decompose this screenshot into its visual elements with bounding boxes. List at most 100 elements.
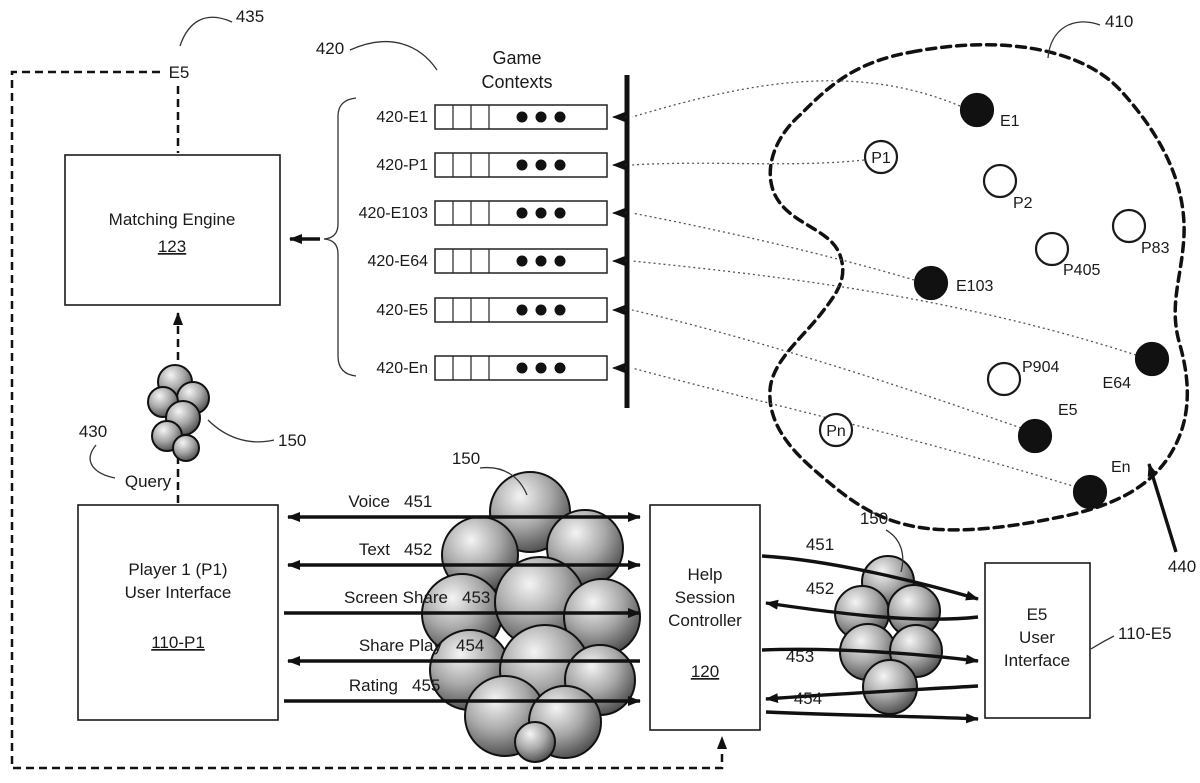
- queue-dot: [535, 207, 547, 219]
- node-label: Pn: [826, 423, 846, 440]
- help-line2: Session: [675, 588, 735, 607]
- node-label: En: [1111, 459, 1131, 476]
- right-channel-454-arrow: [765, 684, 979, 704]
- queue-row: 420-En: [376, 355, 626, 381]
- e5-ui-line1: E5: [1027, 605, 1048, 624]
- pool-node-p904: P904: [986, 359, 1059, 397]
- node-label: E5: [1058, 402, 1078, 419]
- pool-node-pn: Pn: [818, 412, 854, 448]
- pool-node-e1: E1: [959, 92, 1020, 130]
- pool-node-p2: P2: [982, 163, 1033, 212]
- ref-150-main-leader: [479, 466, 528, 496]
- help-line1: Help: [688, 565, 723, 584]
- pool-nodes: E1 P1 P2 P83 P405 E103: [818, 92, 1170, 510]
- ref-440: 440: [1168, 557, 1196, 576]
- node-label: P904: [1022, 359, 1059, 376]
- right-channel-ref-454: 454: [794, 689, 822, 708]
- ref-150-query-leader: [207, 419, 275, 443]
- ref-410-leader: [1047, 21, 1101, 59]
- channel-ref-screen-share: 453: [462, 588, 490, 607]
- channel-ref-rating: 455: [412, 676, 440, 695]
- node-circle-open: [986, 361, 1022, 397]
- right-channel-arrows: 451 452 453 454: [761, 535, 979, 724]
- pool-boundary: [768, 43, 1190, 532]
- connector-p1: [631, 159, 865, 166]
- queue-box: [434, 200, 608, 226]
- right-channel-ref-453: 453: [786, 647, 814, 666]
- node-circle-open: [863, 139, 899, 175]
- right-channel-ref-452: 452: [806, 579, 834, 598]
- channel-ref-voice: 451: [404, 492, 432, 511]
- queue-dot: [535, 255, 547, 267]
- reference-numerals: 435 E5 420 410 430 Query 150 150 150 110…: [79, 7, 1172, 650]
- connector-e103: [631, 212, 915, 281]
- pool-node-e103: E103: [913, 265, 993, 301]
- node-label: P2: [1013, 195, 1033, 212]
- queue-dot: [554, 255, 566, 267]
- queue-dot: [554, 111, 566, 123]
- channel-name-share-play: Share Play: [359, 636, 443, 655]
- queue-dot: [516, 304, 528, 316]
- right-channel-ref-451: 451: [806, 535, 834, 554]
- queue-label: 420-E1: [376, 109, 428, 126]
- cloud-puff: [172, 434, 200, 462]
- queue-dot: [516, 255, 528, 267]
- node-label: E1: [1000, 113, 1020, 130]
- right-channel-453-arrow: [761, 647, 979, 665]
- ref-110-e5-leader: [1090, 635, 1115, 650]
- pool-node-en: En: [1072, 459, 1131, 510]
- left-channel-arrows: Voice 451 Text 452 Screen Share 453 Shar…: [284, 492, 641, 706]
- main-network-cloud: [421, 471, 641, 763]
- queue-row: 420-E103: [359, 200, 626, 226]
- player1-ui-box: Player 1 (P1) User Interface 110-P1: [77, 504, 279, 721]
- queue-label: 420-E5: [376, 302, 428, 319]
- node-circle-filled: [913, 265, 949, 301]
- queue-label: 420-E103: [359, 205, 428, 222]
- queue-row: 420-E5: [376, 297, 626, 323]
- player1-ui-line1: Player 1 (P1): [128, 560, 227, 579]
- cloud-puff: [514, 721, 556, 763]
- node-circle-open: [1111, 208, 1147, 244]
- queue-label: 420-E64: [368, 253, 429, 270]
- queue-row: 420-E1: [376, 104, 626, 130]
- help-line3: Controller: [668, 611, 742, 630]
- queue-dot: [516, 362, 528, 374]
- game-contexts: Game Contexts 420-E1 420-P1 420-E103: [289, 48, 630, 408]
- label-query: Query: [125, 472, 172, 491]
- queue-label: 420-P1: [376, 157, 428, 174]
- right-channel-452-arrow: [765, 599, 979, 621]
- node-circle-filled: [1134, 341, 1170, 377]
- channel-name-rating: Rating: [349, 676, 398, 695]
- ref-110-e5: 110-E5: [1118, 624, 1172, 643]
- e5-ui-box: E5 User Interface: [984, 562, 1091, 719]
- connector-e1: [631, 80, 961, 118]
- player-pool: E1 P1 P2 P83 P405 E103: [631, 43, 1196, 576]
- game-contexts-title-line2: Contexts: [481, 72, 552, 92]
- game-contexts-title-line1: Game: [492, 48, 541, 68]
- queue-row: 420-E64: [368, 248, 626, 274]
- node-label: E64: [1103, 375, 1132, 392]
- matching-engine-title: Matching Engine: [109, 210, 236, 229]
- queue-dot: [554, 207, 566, 219]
- help-ref: 120: [691, 662, 719, 681]
- node-circle-open: [1034, 231, 1070, 267]
- queue-dot: [535, 111, 547, 123]
- pool-node-p83: P83: [1111, 208, 1170, 257]
- channel-name-voice: Voice: [348, 492, 390, 511]
- pool-440-arrow: [1147, 463, 1178, 553]
- queue-label: 420-En: [376, 360, 428, 377]
- help-session-controller-box: Help Session Controller 120: [649, 504, 761, 731]
- pool-node-p1: P1: [863, 139, 899, 175]
- e5-ui-rect: [984, 562, 1091, 719]
- channel-ref-text: 452: [404, 540, 432, 559]
- ref-150-query-cloud: 150: [278, 431, 306, 450]
- e5-ui-line3: Interface: [1004, 651, 1070, 670]
- help-session-controller-rect: [649, 504, 761, 731]
- node-circle-open: [982, 163, 1018, 199]
- pool-node-p405: P405: [1034, 231, 1100, 279]
- channel-name-text: Text: [359, 540, 390, 559]
- node-circle-filled: [1072, 474, 1108, 510]
- player1-ui-line2: User Interface: [125, 583, 232, 602]
